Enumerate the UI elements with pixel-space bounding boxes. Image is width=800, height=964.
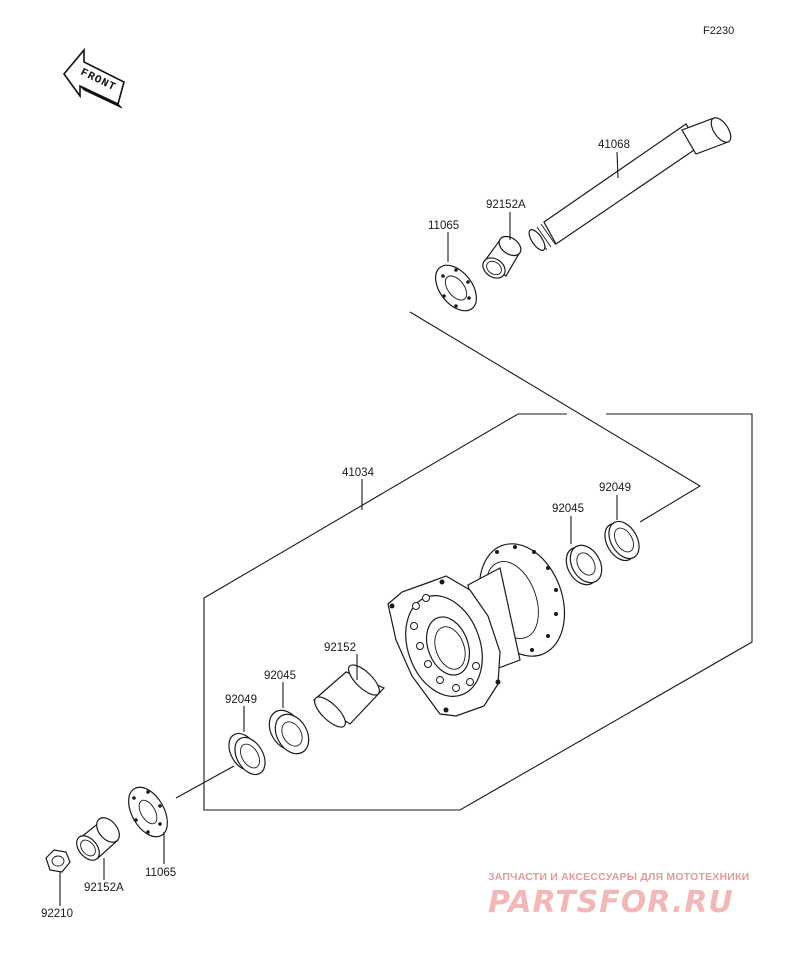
seal-left (228, 732, 266, 776)
bearing-left (268, 709, 310, 755)
label-collar-upper: 92152A (486, 199, 526, 211)
collar-center (313, 664, 386, 728)
label-seal-left: 92049 (225, 694, 257, 706)
leader-lines (59, 151, 619, 906)
label-disc-spacer-lower: 11065 (145, 867, 176, 879)
label-nut: 92210 (41, 908, 73, 920)
axle-nut (45, 849, 71, 873)
label-collar-lower: 92152A (84, 882, 124, 894)
watermark-logo: PARTSFOR.RU (488, 885, 734, 920)
hub-assembly-outline (175, 311, 753, 811)
label-bearing-left: 92045 (264, 670, 296, 682)
label-seal-right: 92049 (599, 482, 631, 494)
wheel-hub (387, 543, 566, 717)
disc-spacer-upper (435, 264, 477, 312)
label-disc-spacer-upper: 11065 (428, 220, 459, 232)
label-collar-center: 92152 (324, 642, 356, 654)
label-bearing-right: 92045 (552, 503, 584, 515)
part-labels: 41068 92152A 11065 41034 92049 92045 921… (41, 139, 631, 920)
watermark: ЗАПЧАСТИ И АКСЕССУАРЫ ДЛЯ МОТОТЕХНИКИ PA… (488, 871, 749, 920)
label-hub: 41034 (342, 467, 375, 479)
collar-upper (482, 235, 522, 279)
disc-spacer-lower (128, 786, 168, 838)
watermark-caption: ЗАПЧАСТИ И АКСЕССУАРЫ ДЛЯ МОТОТЕХНИКИ (488, 871, 749, 883)
front-arrow-icon: FRONT (62, 47, 125, 109)
seal-right (604, 520, 640, 562)
collar-lower (76, 817, 120, 861)
bearing-right (565, 544, 603, 586)
axle (528, 117, 732, 251)
diagram-code: F2230 (703, 25, 734, 37)
label-axle: 41068 (598, 139, 630, 151)
